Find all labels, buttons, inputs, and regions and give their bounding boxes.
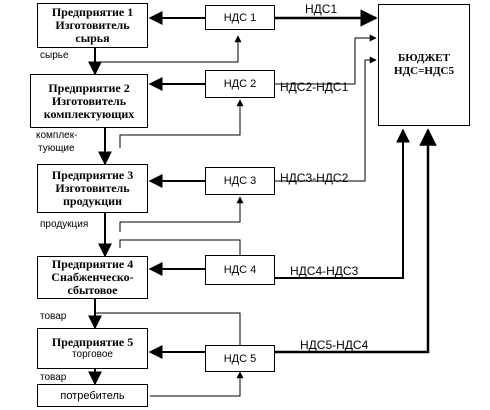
nds-1-box: НДС 1 — [205, 5, 275, 30]
enterprise-1-title: Предприятие 1 — [51, 5, 134, 19]
flow-label-1: НДС1 — [305, 2, 338, 16]
flow-label-4: НДС4-НДС3 — [290, 264, 359, 278]
budget-arrow-2 — [275, 34, 377, 85]
feed-line-nds2 — [119, 99, 244, 148]
budget-title: БЮДЖЕТ — [398, 52, 450, 64]
nds-5-label: НДС 5 — [223, 352, 257, 365]
enterprise-3-title: Предприятие 3 — [51, 168, 134, 182]
nds-4-label: НДС 4 — [223, 264, 257, 276]
flow-label-2: НДС2-НДС1 — [280, 80, 349, 94]
feed-line-nds5 — [94, 312, 241, 345]
enterprise-4-title: Предприятие 4 — [51, 257, 134, 271]
enterprise-2-title: Предприятие 2 — [48, 80, 130, 95]
enterprise-1-role: Изготовитель сырья — [55, 18, 130, 45]
feed-line-nds1 — [95, 35, 242, 63]
nds-1-label: НДС 1 — [223, 11, 257, 24]
enterprise-5-role: торговое — [72, 349, 113, 360]
nds-2-box: НДС 2 — [205, 70, 275, 98]
goods-label-components-1: комплек- — [36, 130, 78, 141]
nds-3-label: НДС 3 — [223, 175, 257, 187]
feed-line-nds3 — [119, 196, 244, 232]
budget-arrow-5 — [275, 128, 437, 354]
budget-box: БЮДЖЕТ НДС=НДС5 — [378, 4, 470, 126]
budget-formula: НДС=НДС5 — [394, 65, 454, 77]
goods-label-product: продукция — [40, 219, 89, 230]
nds-3-box: НДС 3 — [205, 167, 275, 195]
enterprise-5-title: Предприятие 5 — [51, 335, 134, 349]
enterprise-3-role: Изготовитель продукции — [55, 181, 130, 208]
budget-arrow-3 — [275, 56, 377, 182]
nds-2-label: НДС 2 — [223, 78, 257, 90]
nds-4-box: НДС 4 — [205, 255, 275, 285]
goods-label-raw: сырье — [40, 50, 69, 61]
feed-line-nds5b — [150, 371, 244, 397]
enterprise-2-role: Изготовитель комплектующих — [43, 93, 135, 121]
nds-5-box: НДС 5 — [205, 345, 275, 372]
goods-label-goods-1: товар — [40, 311, 67, 322]
consumer-label: потребитель — [60, 389, 125, 402]
consumer-box: потребитель — [37, 384, 148, 407]
budget-arrow-4 — [275, 128, 410, 279]
enterprise-4-role: Снабженческо-сбытовое — [51, 270, 134, 297]
flow-label-3: НДС3-НДС2 — [280, 171, 349, 185]
flow-label-5: НДС5-НДС4 — [300, 338, 369, 352]
goods-label-components-2: тующие — [38, 143, 75, 154]
goods-label-goods-2: товар — [40, 372, 67, 383]
